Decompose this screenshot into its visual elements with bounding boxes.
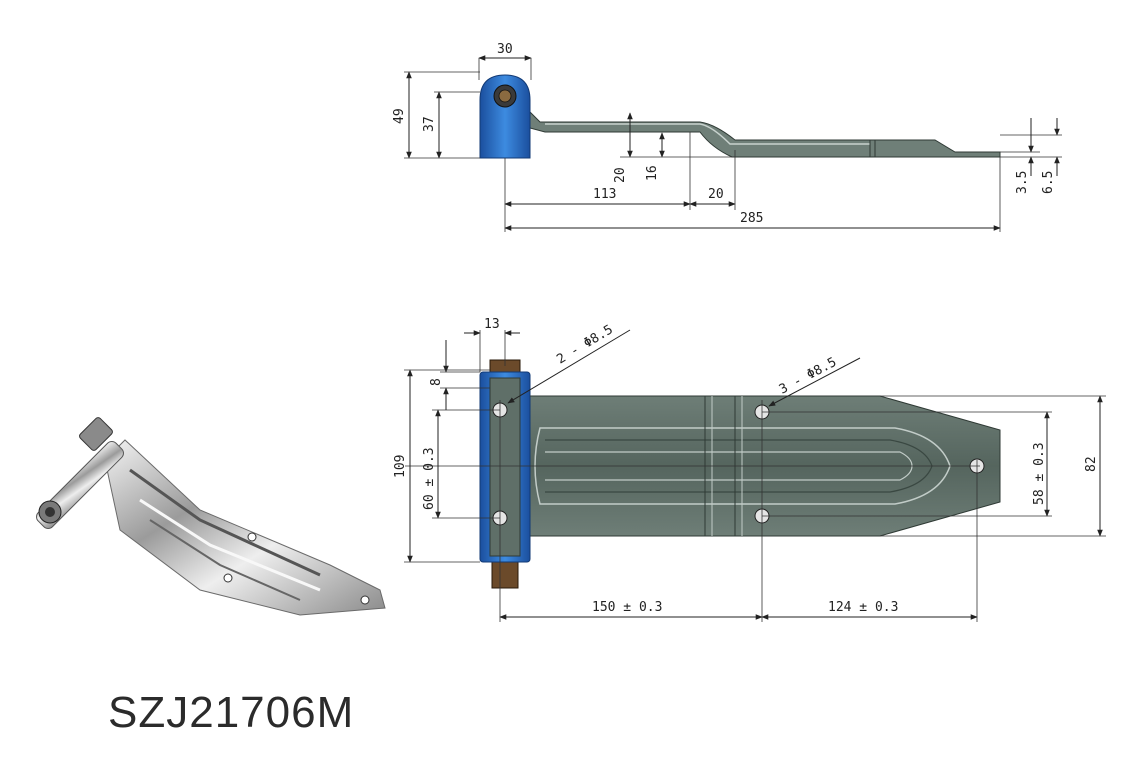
product-photo [36, 417, 386, 616]
dim-3-5: 3.5 [1015, 171, 1030, 194]
label-3-holes: 3 - Φ8.5 [777, 355, 839, 398]
side-view: 30 49 37 20 16 113 20 285 3.5 [392, 42, 1062, 232]
top-bolt-bottom [491, 559, 519, 589]
dim-124: 124 ± 0.3 [828, 600, 898, 615]
dim-6-5: 6.5 [1041, 171, 1056, 194]
side-knuckle [479, 74, 531, 159]
dim-58: 58 ± 0.3 [1032, 442, 1047, 505]
dim-60: 60 ± 0.3 [422, 447, 437, 510]
model-code: SZJ21706M [108, 688, 355, 737]
dim-20-horizontal: 20 [708, 187, 724, 202]
dim-150: 150 ± 0.3 [592, 600, 662, 615]
dim-16: 16 [645, 165, 660, 181]
dim-113: 113 [593, 187, 616, 202]
top-view: 13 8 109 60 ± 0.3 2 - Φ8.5 3 - Φ8.5 150 … [393, 317, 1106, 622]
dim-30: 30 [497, 42, 513, 57]
side-strap [529, 110, 1001, 158]
dim-37: 37 [422, 116, 437, 132]
label-2-holes: 2 - Φ8.5 [554, 322, 615, 367]
dim-8: 8 [429, 378, 444, 386]
dim-285: 285 [740, 211, 763, 226]
dim-109: 109 [393, 455, 408, 478]
dim-82: 82 [1084, 456, 1099, 472]
dim-13: 13 [484, 317, 500, 332]
dim-49: 49 [392, 108, 407, 124]
dim-20-vertical: 20 [613, 167, 628, 183]
